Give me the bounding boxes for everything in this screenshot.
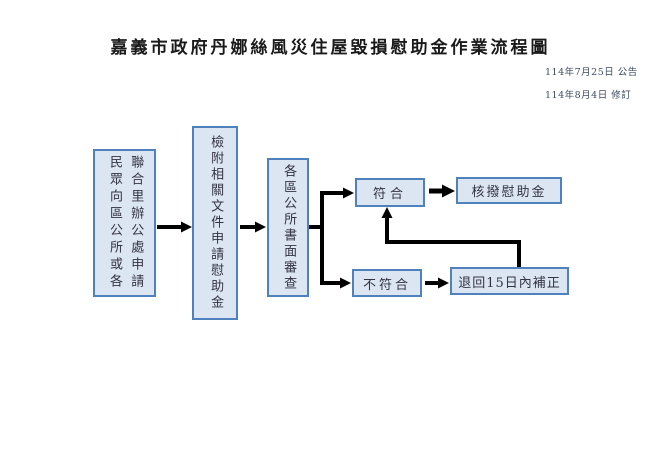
node-apply: 民眾向區公所或各 聯合里辦公處申請	[93, 149, 156, 297]
node-disburse-label: 核撥慰助金	[471, 185, 547, 200]
branch-review-split	[309, 193, 324, 283]
arrow-not-conform-to-return	[425, 277, 449, 289]
arrow-conform-to-disburse	[429, 184, 455, 198]
node-apply-text: 民眾向區公所或各 聯合里辦公處申請	[107, 155, 143, 291]
node-attach-documents: 檢附相關文件申請慰助金	[192, 126, 238, 320]
page-title: 嘉義市政府丹娜絲風災住屋毀損慰助金作業流程圖	[110, 38, 551, 58]
arrow-documents-to-review	[240, 221, 266, 233]
node-conform: 符合	[355, 178, 425, 207]
node-disburse: 核撥慰助金	[456, 177, 562, 204]
revise-date: 114年8月4日 修訂	[545, 90, 632, 101]
node-apply-col-right: 聯合里辦公處申請	[128, 155, 144, 291]
node-apply-col-left: 民眾向區公所或各	[107, 155, 122, 291]
arrow-branch-to-not-conform	[320, 277, 351, 289]
node-written-review: 各區公所書面審查	[267, 158, 309, 297]
arrow-return-to-conform-feedback	[381, 207, 521, 267]
node-conform-label: 符合	[372, 187, 407, 202]
announce-date: 114年7月25日 公告	[545, 67, 638, 78]
node-return-correction-label: 退回15日內補正	[458, 275, 561, 291]
node-not-conform: 不符合	[352, 269, 422, 297]
node-not-conform-label: 不符合	[362, 277, 411, 293]
arrow-branch-to-conform	[320, 187, 354, 199]
node-return-correction: 退回15日內補正	[450, 267, 569, 295]
node-attach-documents-label: 檢附相關文件申請慰助金	[208, 135, 224, 311]
node-written-review-label: 各區公所書面審查	[281, 163, 297, 292]
arrow-apply-to-documents	[157, 221, 192, 233]
